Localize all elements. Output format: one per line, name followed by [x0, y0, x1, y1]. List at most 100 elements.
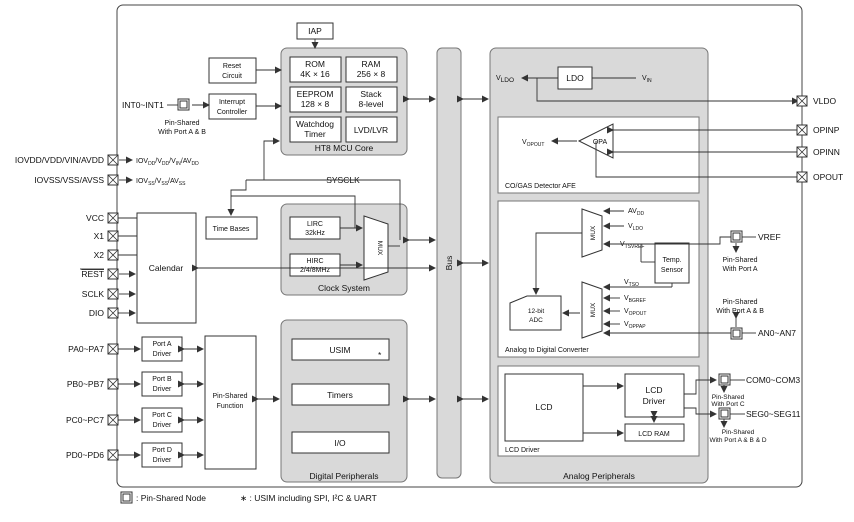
stack-size: 8-level [358, 99, 383, 109]
lcd-block [504, 373, 584, 442]
vin-label: VIN [642, 75, 652, 84]
adc-title: Analog to Digital Converter [505, 347, 589, 354]
pin-seg-note-2: With Port A & B & D [709, 437, 766, 444]
time-bases-block [205, 216, 258, 240]
bus-label: Bus [444, 256, 454, 271]
pin-node-vldo [796, 95, 808, 107]
pin-opinn-label: OPINN [813, 147, 840, 157]
opa-label: OPA [593, 139, 608, 146]
pin-node-sclk [107, 288, 119, 300]
pin-seg-note: Pin-Shared [722, 429, 755, 436]
io-label: I/O [334, 438, 346, 448]
adc-block [509, 295, 562, 331]
clock-mux [363, 215, 389, 281]
usim-label: USIM [329, 345, 350, 355]
rom-label: ROM [305, 59, 325, 69]
port-b-driver [141, 371, 183, 397]
eeprom-size: 128 × 8 [301, 99, 330, 109]
port-c-label: Port C [152, 412, 172, 419]
adc-in-vopout: VOPOUT [624, 308, 646, 317]
eeprom-label: EEPROM [297, 89, 334, 99]
time-bases-label: Time Bases [213, 226, 250, 233]
vldo-inner-label: VLDO [496, 75, 514, 84]
ram-block [345, 56, 398, 83]
pin-node-pb [107, 378, 119, 390]
interrupt-label: Interrupt [219, 99, 245, 106]
adc-in-avdd: AVDD [628, 208, 644, 217]
lvd-label: LVD/LVR [354, 125, 388, 135]
pin-an-label: AN0~AN7 [758, 328, 796, 338]
port-b-label-2: Driver [153, 386, 172, 393]
lvd-block [345, 116, 398, 143]
pin-node-opinp [796, 124, 808, 136]
adc-in-vtso: VTSO [624, 279, 639, 288]
pin-int-note: Pin-Shared [164, 120, 199, 127]
usim-block [291, 338, 390, 361]
pin-opinp-label: OPINP [813, 125, 840, 135]
co-gas-title: CO/GAS Detector AFE [505, 183, 576, 190]
mcu-core-title: HT8 MCU Core [315, 143, 374, 153]
pin-node-pc [107, 414, 119, 426]
adc-mux-bottom [581, 281, 603, 339]
watchdog-label-2: Timer [304, 129, 326, 139]
reset-label: Reset [223, 63, 241, 70]
clock-system-title: Clock System [318, 283, 370, 293]
pin-node-power2 [107, 174, 119, 186]
ram-size: 256 × 8 [357, 69, 386, 79]
temp-sensor-block [654, 242, 690, 284]
pin-vcc-label: VCC [86, 213, 104, 223]
co-gas-panel [497, 116, 700, 194]
pin-com-note: Pin-Shared [712, 394, 745, 401]
stack-label: Stack [360, 89, 382, 99]
pin-node-x1 [107, 230, 119, 242]
temp-sensor-label: Temp. [662, 257, 681, 264]
rom-size: 4K × 16 [300, 69, 330, 79]
ram-label: RAM [362, 59, 381, 69]
pin-power2-label: IOVSS/VSS/AVSS [34, 175, 104, 185]
timers-block [291, 383, 390, 406]
watchdog-label: Watchdog [296, 119, 334, 129]
pin-x1-label: X1 [94, 231, 105, 241]
pin-pc-label: PC0~PC7 [66, 415, 104, 425]
pin-int-note-2: With Port A & B [158, 129, 206, 136]
vopout-label: VOPOUT [522, 139, 544, 148]
pin-node-opout [796, 171, 808, 183]
pin-vldo-label: VLDO [813, 96, 837, 106]
lcd-ram-block [624, 423, 685, 442]
pin-dio-label: DIO [89, 308, 105, 318]
port-a-label: Port A [152, 341, 171, 348]
adc-in-vldo: VLDO [628, 223, 643, 232]
digital-peripherals-title: Digital Peripherals [310, 471, 379, 481]
lirc-label: LIRC [307, 221, 323, 228]
adc-in-voppap: VOPPAP [624, 321, 646, 330]
hirc-label: HIRC [306, 258, 323, 265]
pin-pb-label: PB0~PB7 [67, 379, 104, 389]
pin-node-rest [107, 268, 119, 280]
legend-node-text: : Pin-Shared Node [136, 493, 206, 503]
adc-label: 12-bit [528, 308, 544, 315]
lcd-driver-label-2: Driver [643, 396, 666, 406]
pin-an-note: Pin-Shared [722, 299, 757, 306]
lirc-freq: 32kHz [305, 230, 325, 237]
port-a-label-2: Driver [153, 351, 172, 358]
clock-mux-label: MUX [376, 241, 383, 256]
pin-opout-label: OPOUT [813, 172, 843, 182]
legend-usim-text: ∗ : USIM including SPI, I²C & UART [240, 493, 377, 503]
pin-vref-note: Pin-Shared [722, 257, 757, 264]
pin-int-label: INT0~INT1 [122, 100, 164, 110]
adc-in-vtsvref: VTSVREF [620, 241, 644, 250]
power2-inner-label: IOVSS/VSS/AVSS [136, 178, 186, 187]
ldo-label: LDO [566, 73, 584, 83]
pin-com-note-2: With Port C [711, 401, 745, 408]
lcd-driver-title: LCD Driver [505, 447, 540, 454]
pin-node-x2 [107, 249, 119, 261]
pin-shared-nodes [120, 98, 743, 504]
pin-pd-label: PD0~PD6 [66, 450, 104, 460]
port-b-label: Port B [152, 376, 172, 383]
adc-mux-top-label: MUX [590, 225, 597, 240]
eeprom-block [289, 86, 342, 113]
pin-shared-function-label: Pin-Shared [212, 393, 247, 400]
pin-an-note-2: With Port A & B [716, 308, 764, 315]
pin-vref-label: VREF [758, 232, 781, 242]
